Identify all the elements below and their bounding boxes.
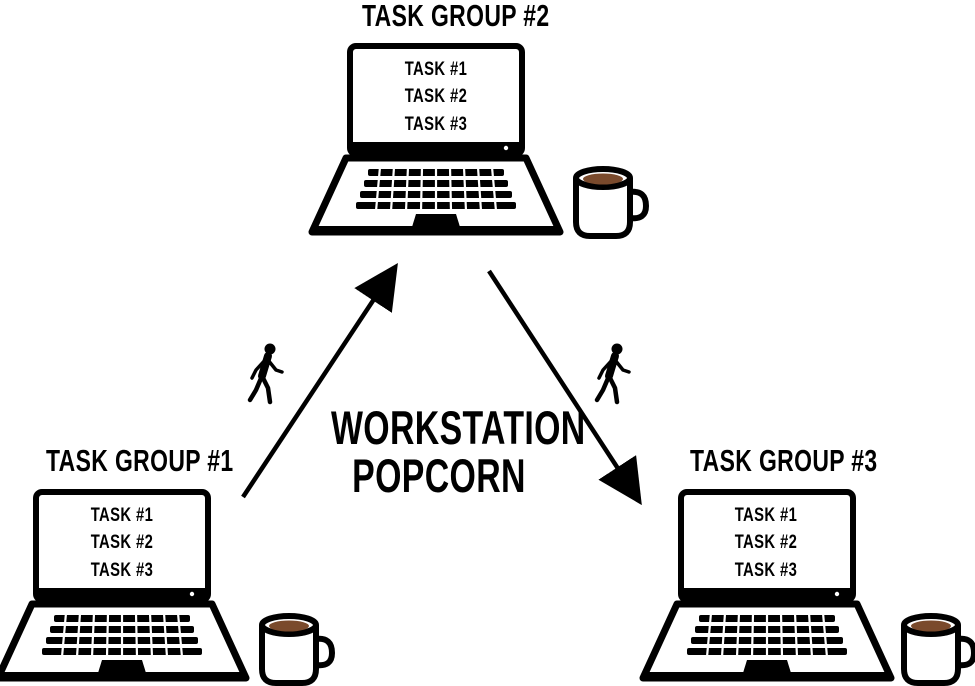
task-label: TASK #3 xyxy=(404,114,468,135)
task-label: TASK #1 xyxy=(404,59,468,80)
task-label: TASK #2 xyxy=(90,532,154,553)
task-label: TASK #3 xyxy=(734,560,798,581)
coffee-mug-icon-group-3 xyxy=(904,616,974,683)
group-title-1: TASK GROUP #1 xyxy=(46,443,234,478)
arrow-icon-group2-to-group3 xyxy=(487,269,642,506)
group-title-2: TASK GROUP #2 xyxy=(362,0,550,33)
task-label: TASK #3 xyxy=(90,560,154,581)
task-label: TASK #1 xyxy=(90,505,154,526)
arrow-icon-group1-to-group2 xyxy=(241,262,398,499)
diagram-title-line-2: POPCORN xyxy=(352,449,526,502)
task-label: TASK #2 xyxy=(734,532,798,553)
walking-person-icon-left xyxy=(250,344,282,403)
walking-person-icon-right xyxy=(597,344,629,403)
task-label: TASK #2 xyxy=(404,86,468,107)
diagram-title-line-1: WORKSTATION xyxy=(331,401,586,454)
coffee-mug-icon-group-1 xyxy=(262,616,332,683)
group-title-3: TASK GROUP #3 xyxy=(690,443,878,478)
coffee-mug-icon-group-2 xyxy=(576,169,646,236)
task-label: TASK #1 xyxy=(734,505,798,526)
